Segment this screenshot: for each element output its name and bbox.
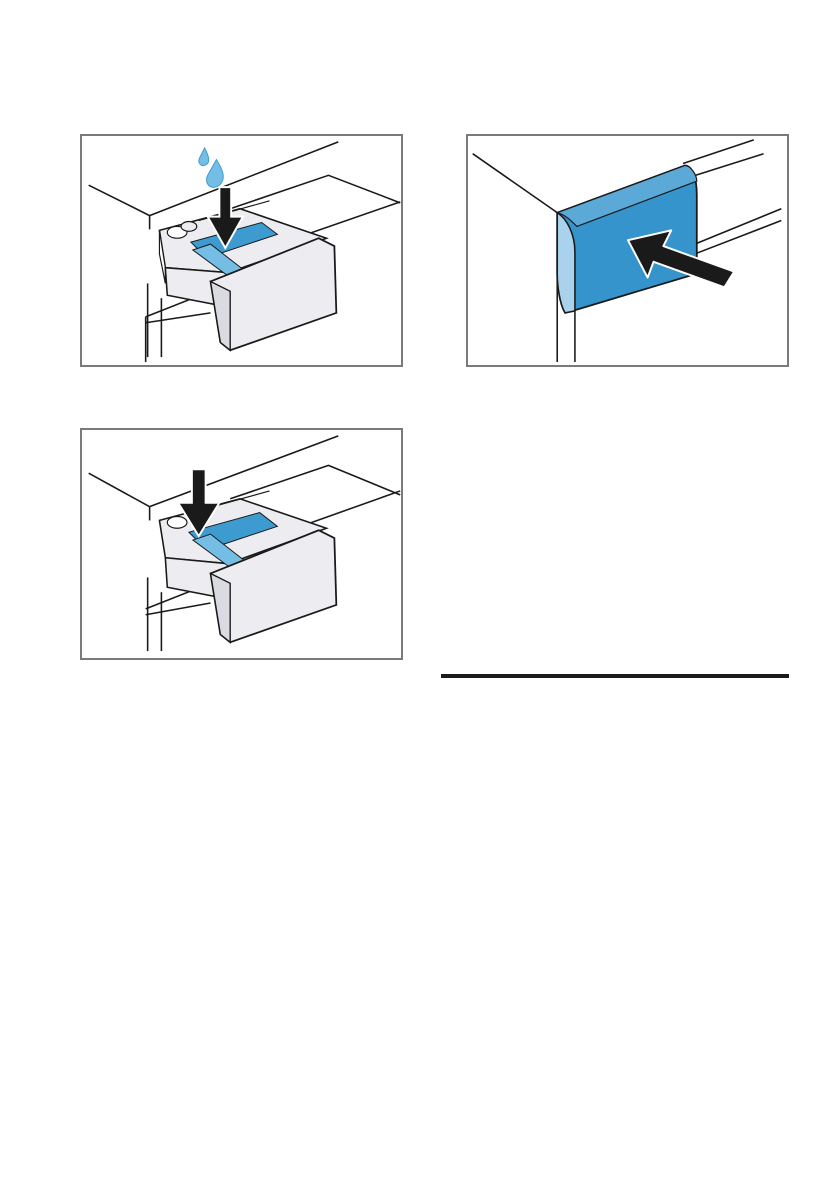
dispenser-drawer-illustration — [82, 136, 401, 365]
water-drop-icon — [199, 148, 223, 188]
section-divider — [441, 674, 789, 678]
dispenser-drawer — [159, 201, 336, 350]
illustration-push-drawer — [466, 134, 789, 367]
drawer-front — [557, 165, 697, 312]
illustration-fill-dispenser — [80, 134, 403, 367]
detergent-drawer-illustration — [82, 430, 401, 658]
illustration-insert-detergent — [80, 428, 403, 660]
push-drawer-illustration — [468, 136, 787, 365]
